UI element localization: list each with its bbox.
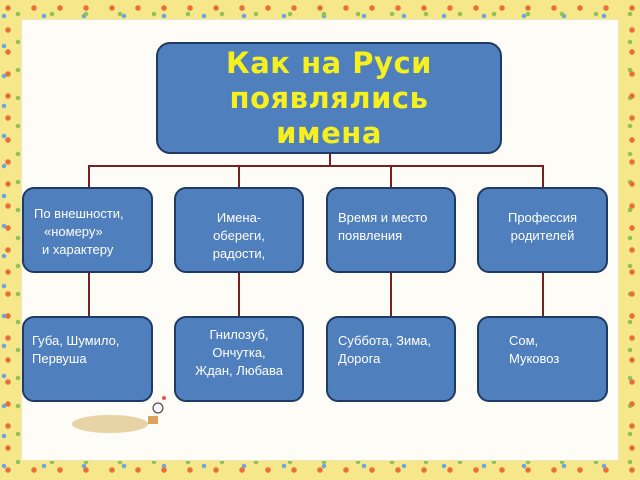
connector-cat-3	[390, 165, 392, 188]
example-box-protective: Гнилозуб, Ончутка, Ждан, Любава	[174, 316, 304, 402]
category-label: По внешности,	[34, 206, 124, 221]
example-label: Первуша	[32, 351, 87, 366]
example-box-time-place: Суббота, Зима, Дорога	[326, 316, 456, 402]
connector-ex-3	[390, 272, 392, 317]
category-box-protective: Имена- обереги, радости,	[174, 187, 304, 273]
example-label: Сом,	[509, 333, 539, 348]
category-label: родителей	[510, 228, 575, 243]
cartoon-decoration	[72, 396, 166, 433]
connector-cat-2	[238, 165, 240, 188]
example-label: Губа, Шумило,	[32, 333, 120, 348]
connector-cat-4	[542, 165, 544, 188]
example-box-appearance: Губа, Шумило, Первуша	[22, 316, 153, 402]
connector-title-down	[329, 154, 331, 166]
category-label: «номеру»	[44, 224, 103, 239]
connector-horizontal	[88, 165, 544, 167]
example-label: Ончутка,	[212, 345, 266, 360]
category-label: Время и место	[338, 210, 428, 225]
title-line-1: Как на Руси	[226, 46, 432, 80]
title-line-2: появлялись	[229, 81, 429, 115]
example-label: Дорога	[338, 351, 381, 366]
category-label: радости,	[212, 246, 266, 261]
category-box-appearance: По внешности, «номеру» и характеру	[22, 187, 153, 273]
example-label: Гнилозуб,	[209, 327, 269, 342]
example-label: Суббота, Зима,	[338, 333, 432, 348]
category-label: появления	[338, 228, 403, 243]
category-label: Профессия	[507, 210, 578, 225]
connector-ex-1	[88, 272, 90, 317]
title-box: Как на Руси появлялись имена	[156, 42, 502, 154]
example-box-profession: Сом, Муковоз	[477, 316, 608, 402]
example-label: Муковоз	[509, 351, 560, 366]
connector-ex-4	[542, 272, 544, 317]
category-label: Имена-	[216, 210, 262, 225]
category-box-time-place: Время и место появления	[326, 187, 456, 273]
category-label: и характеру	[42, 242, 114, 257]
category-label: обереги,	[213, 228, 265, 243]
title-line-3: имена	[276, 116, 382, 150]
category-box-profession: Профессия родителей	[477, 187, 608, 273]
example-label: Ждан, Любава	[195, 363, 283, 378]
connector-ex-2	[238, 272, 240, 317]
connector-cat-1	[88, 165, 90, 188]
